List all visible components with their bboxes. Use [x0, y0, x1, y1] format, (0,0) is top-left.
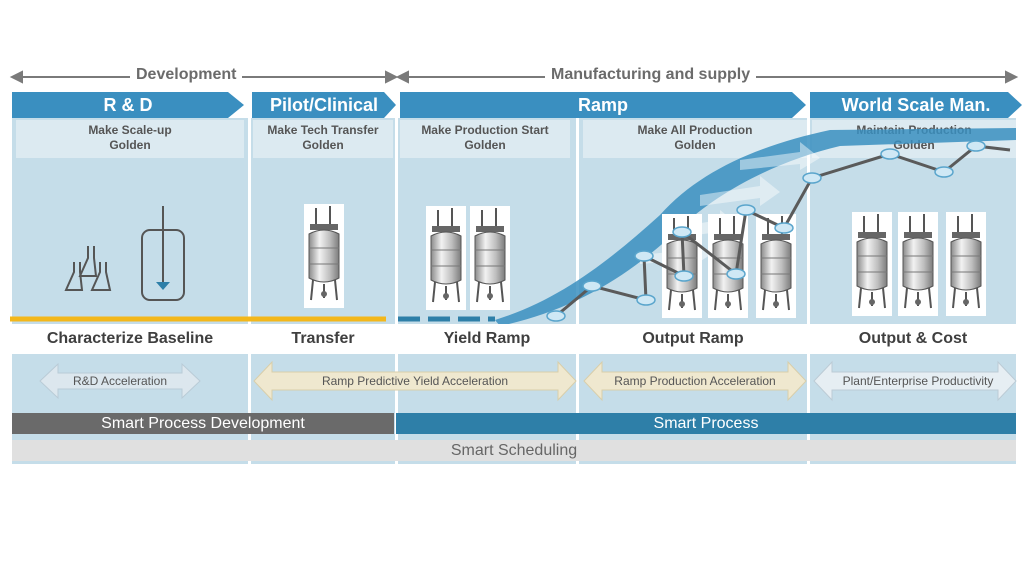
golden-box-2: Make Tech Transfer Golden [253, 120, 393, 158]
golden-3-line2: Golden [464, 138, 506, 152]
ramp-curve [495, 128, 1016, 326]
manufacturing-label: Manufacturing and supply [545, 66, 757, 84]
stage-characterize-baseline: Characterize Baseline [12, 324, 248, 354]
golden-3-line1: Make Production Start [421, 123, 549, 137]
world-vessel-icon-3 [945, 211, 987, 317]
impeller-icon [156, 282, 170, 290]
golden-4-line2: Golden [674, 138, 716, 152]
accel-plant-enterprise: Plant/Enterprise Productivity [842, 374, 994, 388]
stage-yield-ramp: Yield Ramp [398, 324, 576, 354]
stage-output-ramp: Output Ramp [579, 324, 807, 354]
golden-2-line2: Golden [302, 138, 344, 152]
smart-process-bar: Smart Process [396, 413, 1016, 434]
phase-world-scale: World Scale Man. [841, 94, 991, 115]
stage-output-cost: Output & Cost [810, 324, 1016, 354]
world-vessel-icon-1 [851, 211, 893, 317]
acceleration-arrows [39, 360, 1017, 402]
accel-ramp-production: Ramp Production Acceleration [614, 374, 776, 388]
column-rd [12, 118, 248, 464]
stirred-reactor-icon [141, 206, 185, 301]
yield-vessel-icon-2 [469, 205, 511, 311]
flask-icons [64, 246, 112, 291]
development-label: Development [130, 66, 243, 84]
phase-banners [12, 92, 1022, 118]
yield-vessel-icon-1 [425, 205, 467, 311]
phase-pilot-clinical: Pilot/Clinical [269, 94, 379, 115]
phase-rd: R & D [103, 94, 153, 115]
smart-scheduling-bar: Smart Scheduling [12, 440, 1016, 461]
accel-rd: R&D Acceleration [72, 374, 168, 388]
stage-transfer: Transfer [251, 324, 395, 354]
golden-1-line2: Golden [109, 138, 151, 152]
progress-polyline [555, 144, 1011, 318]
smart-process-development-bar: Smart Process Development [12, 413, 394, 434]
golden-2-line1: Make Tech Transfer [267, 123, 379, 137]
phase-ramp: Ramp [577, 94, 628, 115]
pilot-vessel-icon [303, 203, 345, 309]
golden-box-1: Make Scale-up Golden [16, 120, 244, 158]
golden-box-3: Make Production Start Golden [400, 120, 570, 158]
golden-4-line1: Make All Production [637, 123, 753, 137]
world-vessel-icon-2 [897, 211, 939, 317]
accel-ramp-predictive: Ramp Predictive Yield Acceleration [321, 374, 509, 388]
golden-1-line1: Make Scale-up [88, 123, 172, 137]
